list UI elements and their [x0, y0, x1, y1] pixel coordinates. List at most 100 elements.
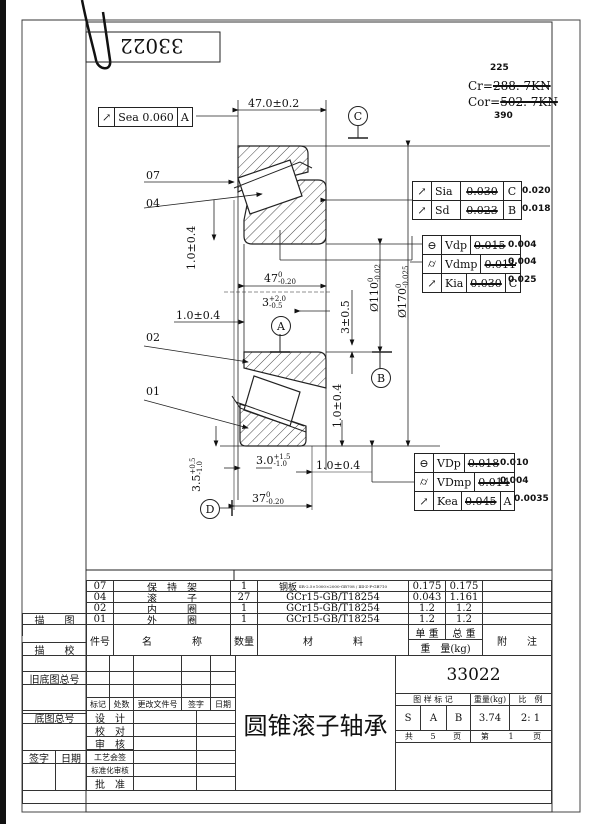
- pattern-mark-b: B: [446, 705, 471, 731]
- blank-cell: [22, 655, 87, 672]
- role-date-cell: [196, 776, 236, 791]
- tolerance-old-value: 0.011: [484, 257, 516, 271]
- dim-value: 3.5: [190, 474, 203, 493]
- dim-value: 47: [264, 272, 278, 285]
- tolerance-frames-cup: ⊖ VDp 0.018 ⌭ VDmp 0.014 ↗ Kea 0.045 A: [414, 453, 516, 511]
- cr-label: Cr=: [468, 79, 493, 93]
- role-review: 审 核: [86, 736, 134, 751]
- rev-cell: [86, 684, 110, 698]
- dim-chamfer-right-vertical: 1.0±0.4: [331, 383, 344, 428]
- weight-value: 3.74: [470, 705, 510, 731]
- total-pages-value: 5: [430, 732, 436, 741]
- roller-upper: [237, 159, 303, 215]
- scan-edge: [0, 0, 6, 824]
- tolerance-datum: C: [508, 276, 518, 290]
- dim-cup-offset: 3.0+1.5-1.0: [256, 454, 291, 468]
- pages-unit: 页: [453, 732, 462, 741]
- label-date: 日期: [55, 750, 87, 765]
- sd-corrected-value: 0.018: [522, 204, 551, 214]
- rev-header-sign: 签字: [181, 697, 211, 711]
- tolerance-old-value: 0.023: [461, 201, 504, 219]
- tolerance-datum: C: [507, 184, 517, 198]
- dim-value: Ø170: [396, 287, 409, 318]
- circularity-icon: ⊖: [415, 454, 434, 472]
- header-unit-weight: 单 重: [408, 624, 446, 640]
- dim-value: 3: [262, 296, 269, 309]
- kia-corrected-value: 0.025: [508, 275, 537, 285]
- header-qty: 数量: [230, 624, 258, 656]
- dim-width-47: 47.0±0.2: [248, 97, 300, 110]
- runout-arrow-icon: ↗: [423, 274, 442, 292]
- role-sign-cell: [133, 723, 197, 737]
- tolerance-old-value: 0.018: [467, 456, 500, 470]
- page-unit: 页: [533, 732, 542, 741]
- runout-arrow-icon: ↗: [413, 201, 432, 219]
- rev-cell: [86, 671, 110, 685]
- rev-cell: [109, 684, 134, 698]
- rev-cell: [133, 671, 182, 685]
- role-sign-cell: [133, 763, 197, 777]
- base-no-value: [22, 723, 87, 751]
- leader-04: 04: [146, 197, 160, 210]
- tol-upper: +1.5: [273, 453, 291, 461]
- tolerance-old-value: 0.014: [478, 475, 510, 489]
- cor-corrected-value: 390: [494, 111, 513, 121]
- tol-upper: +2.0: [269, 295, 286, 303]
- tolerance-frame-vdmp: ⌭ Vdmp 0.011: [422, 254, 522, 274]
- page-border-inner: [85, 21, 553, 813]
- material-name: 钢板: [278, 582, 297, 593]
- role-date-cell: [196, 710, 236, 724]
- cr-old-value: 288. 7KN: [492, 79, 551, 93]
- rev-cell: [181, 671, 211, 685]
- role-date-cell: [196, 750, 236, 764]
- runout-arrow-icon: ↗: [415, 492, 434, 510]
- tolerance-label: Vdp: [442, 236, 472, 254]
- role-approve: 批 准: [86, 776, 134, 791]
- vdmp-corrected-value: 0.004: [508, 257, 537, 267]
- tol-upper: 0: [278, 271, 283, 279]
- tolerance-frames-cone: ↗ Sia 0.030 C ↗ Sd 0.023 B: [412, 181, 522, 220]
- rev-cell: [133, 655, 182, 672]
- tolerance-label: VDmp: [434, 473, 476, 491]
- dim-chamfer-bottom-horizontal: 1.0±0.4: [316, 459, 361, 472]
- tolerance-datum: A: [180, 110, 189, 124]
- footer-strip: [22, 790, 552, 804]
- tolerance-frame-sea: ↗ Sea 0.060 A: [98, 107, 193, 127]
- datum-d: D: [200, 499, 220, 519]
- scale-value: 2: 1: [509, 705, 552, 731]
- cylindricity-icon: ⌭: [415, 473, 434, 491]
- circularity-icon: ⊖: [423, 236, 442, 254]
- cylindricity-icon: ⌭: [423, 255, 442, 273]
- dim-left-3-5: 3.5+0.5-1.0: [189, 458, 204, 493]
- tolerance-label: Sia: [432, 182, 461, 200]
- tol-lower: -1.0: [196, 461, 204, 475]
- header-name: 名 称: [113, 624, 231, 656]
- tolerance-label: Vdmp: [442, 255, 482, 273]
- tol-upper: 0: [266, 491, 271, 499]
- cor-old-value: 502. 7KN: [500, 95, 558, 109]
- runout-arrow-icon: ↗: [413, 182, 432, 200]
- cone-lower-section: [243, 351, 327, 389]
- cor-label: Cor=: [468, 95, 501, 109]
- datum-b: B: [371, 368, 391, 388]
- tolerance-frame-vdp: ⊖ Vdp 0.015: [422, 235, 522, 255]
- leader-01: 01: [146, 385, 160, 398]
- tolerance-frame-sia: ↗ Sia 0.030 C: [412, 181, 522, 201]
- dim-offset-3: 3±0.5: [339, 300, 352, 334]
- label-trace-check: 描 校: [22, 642, 87, 657]
- vdmp-outer-corrected-value: 0.004: [500, 476, 529, 486]
- dim-value: 3.0: [256, 454, 274, 467]
- rev-cell: [109, 671, 134, 685]
- rev-cell: [181, 655, 211, 672]
- tolerance-old-value: 0.030: [467, 274, 506, 292]
- tolerance-label: VDp: [434, 454, 465, 472]
- dim-cone-offset: 3+2.0-0.5: [262, 296, 286, 310]
- tol-lower: -0.5: [269, 302, 283, 310]
- rev-cell: [210, 671, 236, 685]
- tolerance-old-value: 0.015: [474, 238, 506, 252]
- part-number-stamp: 33022: [120, 34, 184, 58]
